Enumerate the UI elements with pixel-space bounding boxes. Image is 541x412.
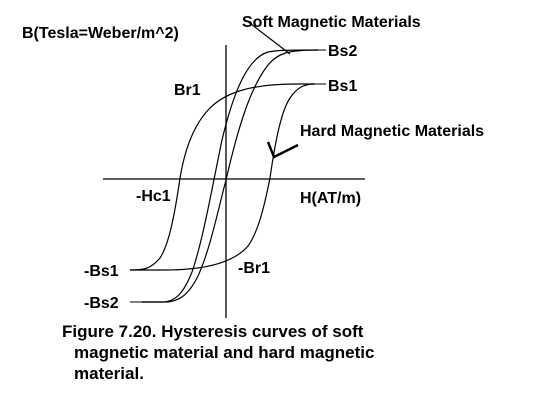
caption-line-3: material. (74, 364, 144, 383)
hard-materials-label: Hard Magnetic Materials (300, 123, 484, 140)
bs2-label: Bs2 (328, 43, 357, 60)
soft-materials-label: Soft Magnetic Materials (242, 14, 421, 31)
neg-br1-label: -Br1 (238, 260, 270, 277)
soft-materials-arrow (246, 20, 291, 55)
neg-bs1-label: -Bs1 (84, 263, 119, 280)
hard-loop-ascending-branch (130, 83, 316, 271)
neg-bs2-label: -Bs2 (84, 295, 119, 312)
x-axis-label: H(AT/m) (300, 190, 361, 207)
soft-loop-upper-branch (142, 49, 319, 303)
hard-materials-checkmark-icon (266, 141, 299, 159)
caption-line-2: magnetic material and hard magnetic (74, 343, 375, 362)
br1-label: Br1 (174, 82, 201, 99)
hard-loop-descending-branch (129, 83, 315, 271)
soft-loop-lower-branch (142, 49, 319, 303)
caption-line-1: Figure 7.20. Hysteresis curves of soft (62, 322, 364, 341)
bs1-label: Bs1 (328, 78, 357, 95)
neg-hc1-label: -Hc1 (136, 188, 171, 205)
figure-caption: Figure 7.20. Hysteresis curves of soft m… (62, 321, 532, 384)
y-axis-label: B(Tesla=Weber/m^2) (22, 25, 179, 42)
